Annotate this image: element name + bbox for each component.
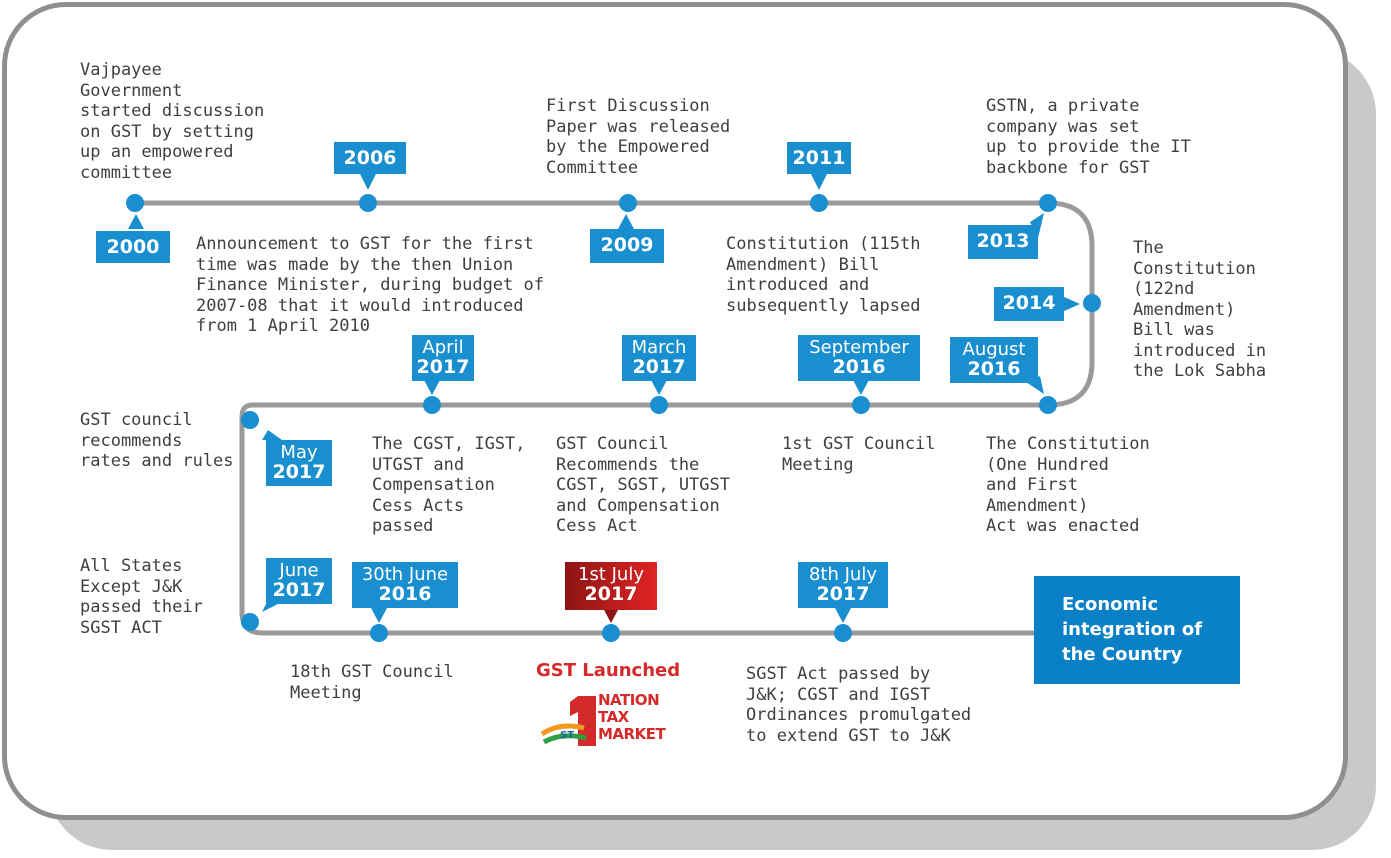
desc-aug2016: The Constitution (One Hundred and First …: [986, 434, 1150, 536]
logo-mark-text: ST: [560, 730, 574, 741]
label-month: June: [279, 560, 319, 581]
desc-apr2017: The CGST, IGST, UTGST and Compensation C…: [372, 434, 526, 536]
desc-8jul2017: SGST Act passed by J&K; CGST and IGST Or…: [746, 664, 972, 746]
label-year: 2017: [632, 356, 686, 378]
pointer-30jun2016: [371, 608, 387, 623]
year-label-1jul2017: 1st July 2017: [565, 562, 657, 608]
dot-aug2016: [1039, 396, 1057, 414]
dot-jun2017: [241, 613, 259, 631]
year-label-2011: 2011: [787, 142, 851, 174]
label-month: August: [962, 339, 1026, 360]
label-year: 2017: [816, 583, 870, 605]
year-label-8jul2017: 8th July 2017: [798, 562, 888, 608]
dot-2011: [810, 194, 828, 212]
dot-2014: [1083, 294, 1101, 312]
pointer-2000: [128, 214, 144, 229]
pointer-2011: [811, 174, 827, 190]
pointer-apr2017: [424, 380, 440, 395]
dot-2009: [619, 194, 637, 212]
label-year: 2017: [272, 579, 326, 601]
logo-text: NATION TAX MARKET: [598, 691, 666, 743]
label-bg-1jul2017: [565, 562, 657, 610]
desc-sep2016: 1st GST Council Meeting: [782, 434, 936, 475]
dot-mar2017: [650, 396, 668, 414]
label-month: 30th June: [361, 564, 449, 585]
economic-integration-box: Economic integration of the Country: [1034, 576, 1240, 684]
pointer-2014: [1062, 296, 1080, 312]
dot-may2017: [241, 411, 259, 429]
pointer-may2017: [262, 430, 282, 440]
pointer-sep2016: [853, 380, 869, 395]
dot-1jul2017: [602, 624, 620, 642]
label-year: 2017: [584, 583, 638, 605]
desc-jun2017: All States Except J&K passed their SGST …: [80, 556, 203, 638]
label-year: 2017: [416, 356, 470, 378]
dot-apr2017: [423, 396, 441, 414]
one-nation-tax-market-logo: ST NATION TAX MARKET: [540, 692, 690, 748]
gst-launched-text: GST Launched: [536, 660, 681, 681]
label-month: 1st July: [578, 564, 644, 585]
label-year: 2016: [832, 356, 886, 378]
label-month: 8th July: [808, 564, 877, 585]
dot-8jul2017: [834, 624, 852, 642]
year-label-2014: 2014: [994, 287, 1064, 321]
desc-2009: First Discussion Paper was released by t…: [546, 96, 731, 178]
label-year: 2017: [272, 461, 326, 483]
pointer-8jul2017: [835, 608, 851, 623]
pointer-mar2017: [651, 380, 667, 395]
desc-2000: Vajpayee Government started discussion o…: [80, 60, 265, 183]
pointer-2006: [360, 174, 376, 190]
logo-mark-icon: ST: [540, 696, 596, 746]
desc-30jun2016: 18th GST Council Meeting: [290, 662, 454, 703]
label-month: September: [809, 337, 909, 358]
dot-2013: [1039, 194, 1057, 212]
year-label-apr2017: April 2017: [412, 335, 474, 381]
dot-30jun2016: [370, 624, 388, 642]
label-month: April: [422, 337, 464, 358]
year-label-jun2017: June 2017: [266, 558, 332, 604]
label-month: March: [631, 337, 687, 358]
label-year: 2016: [378, 583, 432, 605]
dot-2000: [126, 194, 144, 212]
desc-mar2017: GST Council Recommends the CGST, SGST, U…: [556, 434, 730, 536]
year-label-aug2016: August 2016: [950, 337, 1038, 383]
year-label-30jun2016: 30th June 2016: [352, 562, 458, 608]
year-label-may2017: May 2017: [266, 440, 332, 486]
label-month: May: [280, 442, 318, 463]
year-label-2013: 2013: [968, 225, 1038, 259]
dot-2006: [359, 194, 377, 212]
dot-sep2016: [852, 396, 870, 414]
desc-2011: Constitution (115th Amendment) Bill intr…: [726, 234, 921, 316]
desc-2013: GSTN, a private company was set up to pr…: [986, 96, 1191, 178]
pointer-1jul2017: [603, 608, 619, 623]
year-label-2006: 2006: [334, 142, 406, 174]
desc-2014: The Constitution (122nd Amendment) Bill …: [1133, 238, 1267, 381]
year-label-2000: 2000: [96, 231, 170, 263]
year-label-sep2016: September 2016: [798, 335, 920, 381]
desc-2006: Announcement to GST for the first time w…: [196, 234, 544, 336]
year-label-mar2017: March 2017: [622, 335, 696, 381]
label-year: 2016: [967, 358, 1021, 380]
pointer-2009: [618, 214, 634, 229]
desc-may2017: GST council recommends rates and rules: [80, 410, 234, 471]
year-label-2009: 2009: [590, 229, 664, 263]
